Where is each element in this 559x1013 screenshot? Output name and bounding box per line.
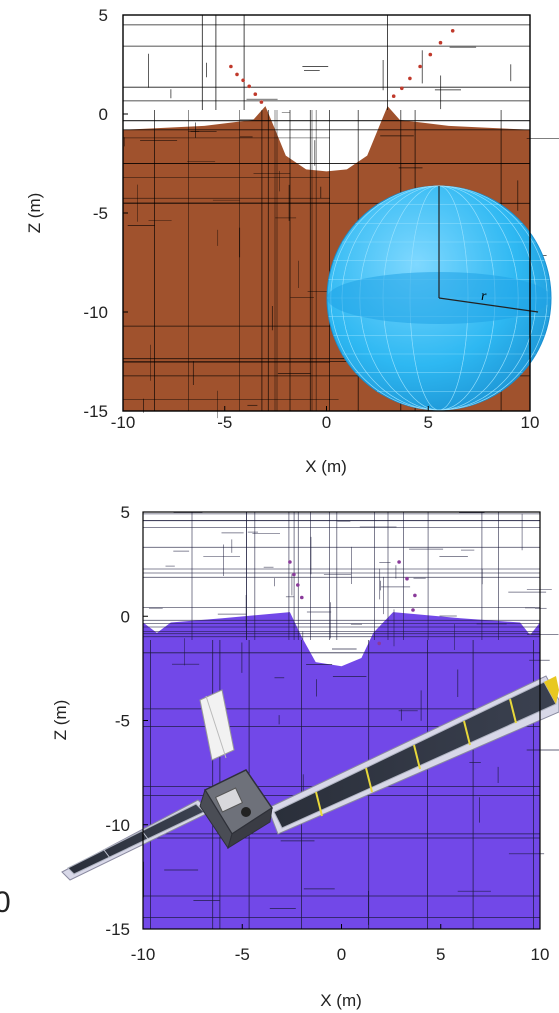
ejecta-point <box>397 560 401 564</box>
sphere-inset: r <box>326 185 552 411</box>
y-tick-label: 5 <box>99 6 108 25</box>
ejecta-point <box>438 40 443 45</box>
x-tick-label: 5 <box>424 413 433 432</box>
ejecta-point <box>288 560 292 564</box>
sphere-radius-label: r <box>481 289 487 304</box>
ejecta-point <box>408 76 412 81</box>
y-tick-label: -10 <box>83 303 108 322</box>
ejecta-point <box>405 576 409 581</box>
bottom-crater-material <box>143 612 540 929</box>
spacecraft-bus <box>199 769 274 850</box>
ejecta-point <box>253 92 258 96</box>
ejecta-point <box>450 29 455 33</box>
y-tick-label: -10 <box>105 816 130 835</box>
ejecta-point <box>300 595 304 600</box>
ejecta-point <box>428 52 433 57</box>
ejecta-point <box>377 641 382 646</box>
y-tick-label: -15 <box>83 402 108 421</box>
ejecta-point <box>235 72 239 77</box>
left-edge-fragment: 0 <box>0 886 11 919</box>
ejecta-point <box>413 593 417 598</box>
ejecta-point <box>259 100 264 104</box>
ejecta-point <box>241 78 245 83</box>
bottom-x-axis-title: X (m) <box>320 991 362 1010</box>
ejecta-point <box>400 86 404 91</box>
x-tick-label: 10 <box>521 413 540 432</box>
ejecta-point <box>296 583 300 587</box>
ejecta-point <box>391 94 396 98</box>
y-tick-label: 0 <box>121 607 130 626</box>
y-tick-label: 0 <box>99 105 108 124</box>
ejecta-point <box>418 64 422 69</box>
ejecta-point <box>247 84 251 89</box>
bottom-y-axis-title: Z (m) <box>51 700 70 741</box>
bottom-ejecta-particles <box>288 560 417 646</box>
top-y-axis-title: Z (m) <box>25 193 44 234</box>
x-tick-label: 0 <box>322 413 331 432</box>
x-tick-label: -10 <box>111 413 136 432</box>
x-tick-label: -10 <box>131 945 156 964</box>
top-ejecta-particles <box>229 29 455 104</box>
x-tick-label: 0 <box>337 945 346 964</box>
antenna-mast <box>199 689 235 761</box>
y-tick-label: -5 <box>115 712 130 731</box>
right-solar-array <box>267 675 559 835</box>
spacecraft-inset <box>61 675 559 881</box>
ejecta-point <box>411 608 415 612</box>
x-tick-label: 10 <box>531 945 550 964</box>
y-tick-label: -15 <box>105 920 130 939</box>
top-x-axis-title: X (m) <box>305 457 347 476</box>
x-tick-label: -5 <box>217 413 232 432</box>
x-tick-label: -5 <box>235 945 250 964</box>
y-tick-label: 5 <box>121 503 130 522</box>
ejecta-point <box>229 64 233 69</box>
x-tick-label: 5 <box>436 945 445 964</box>
sphere-radius-line <box>438 297 539 313</box>
ejecta-point <box>292 572 296 577</box>
y-tick-label: -5 <box>93 204 108 223</box>
